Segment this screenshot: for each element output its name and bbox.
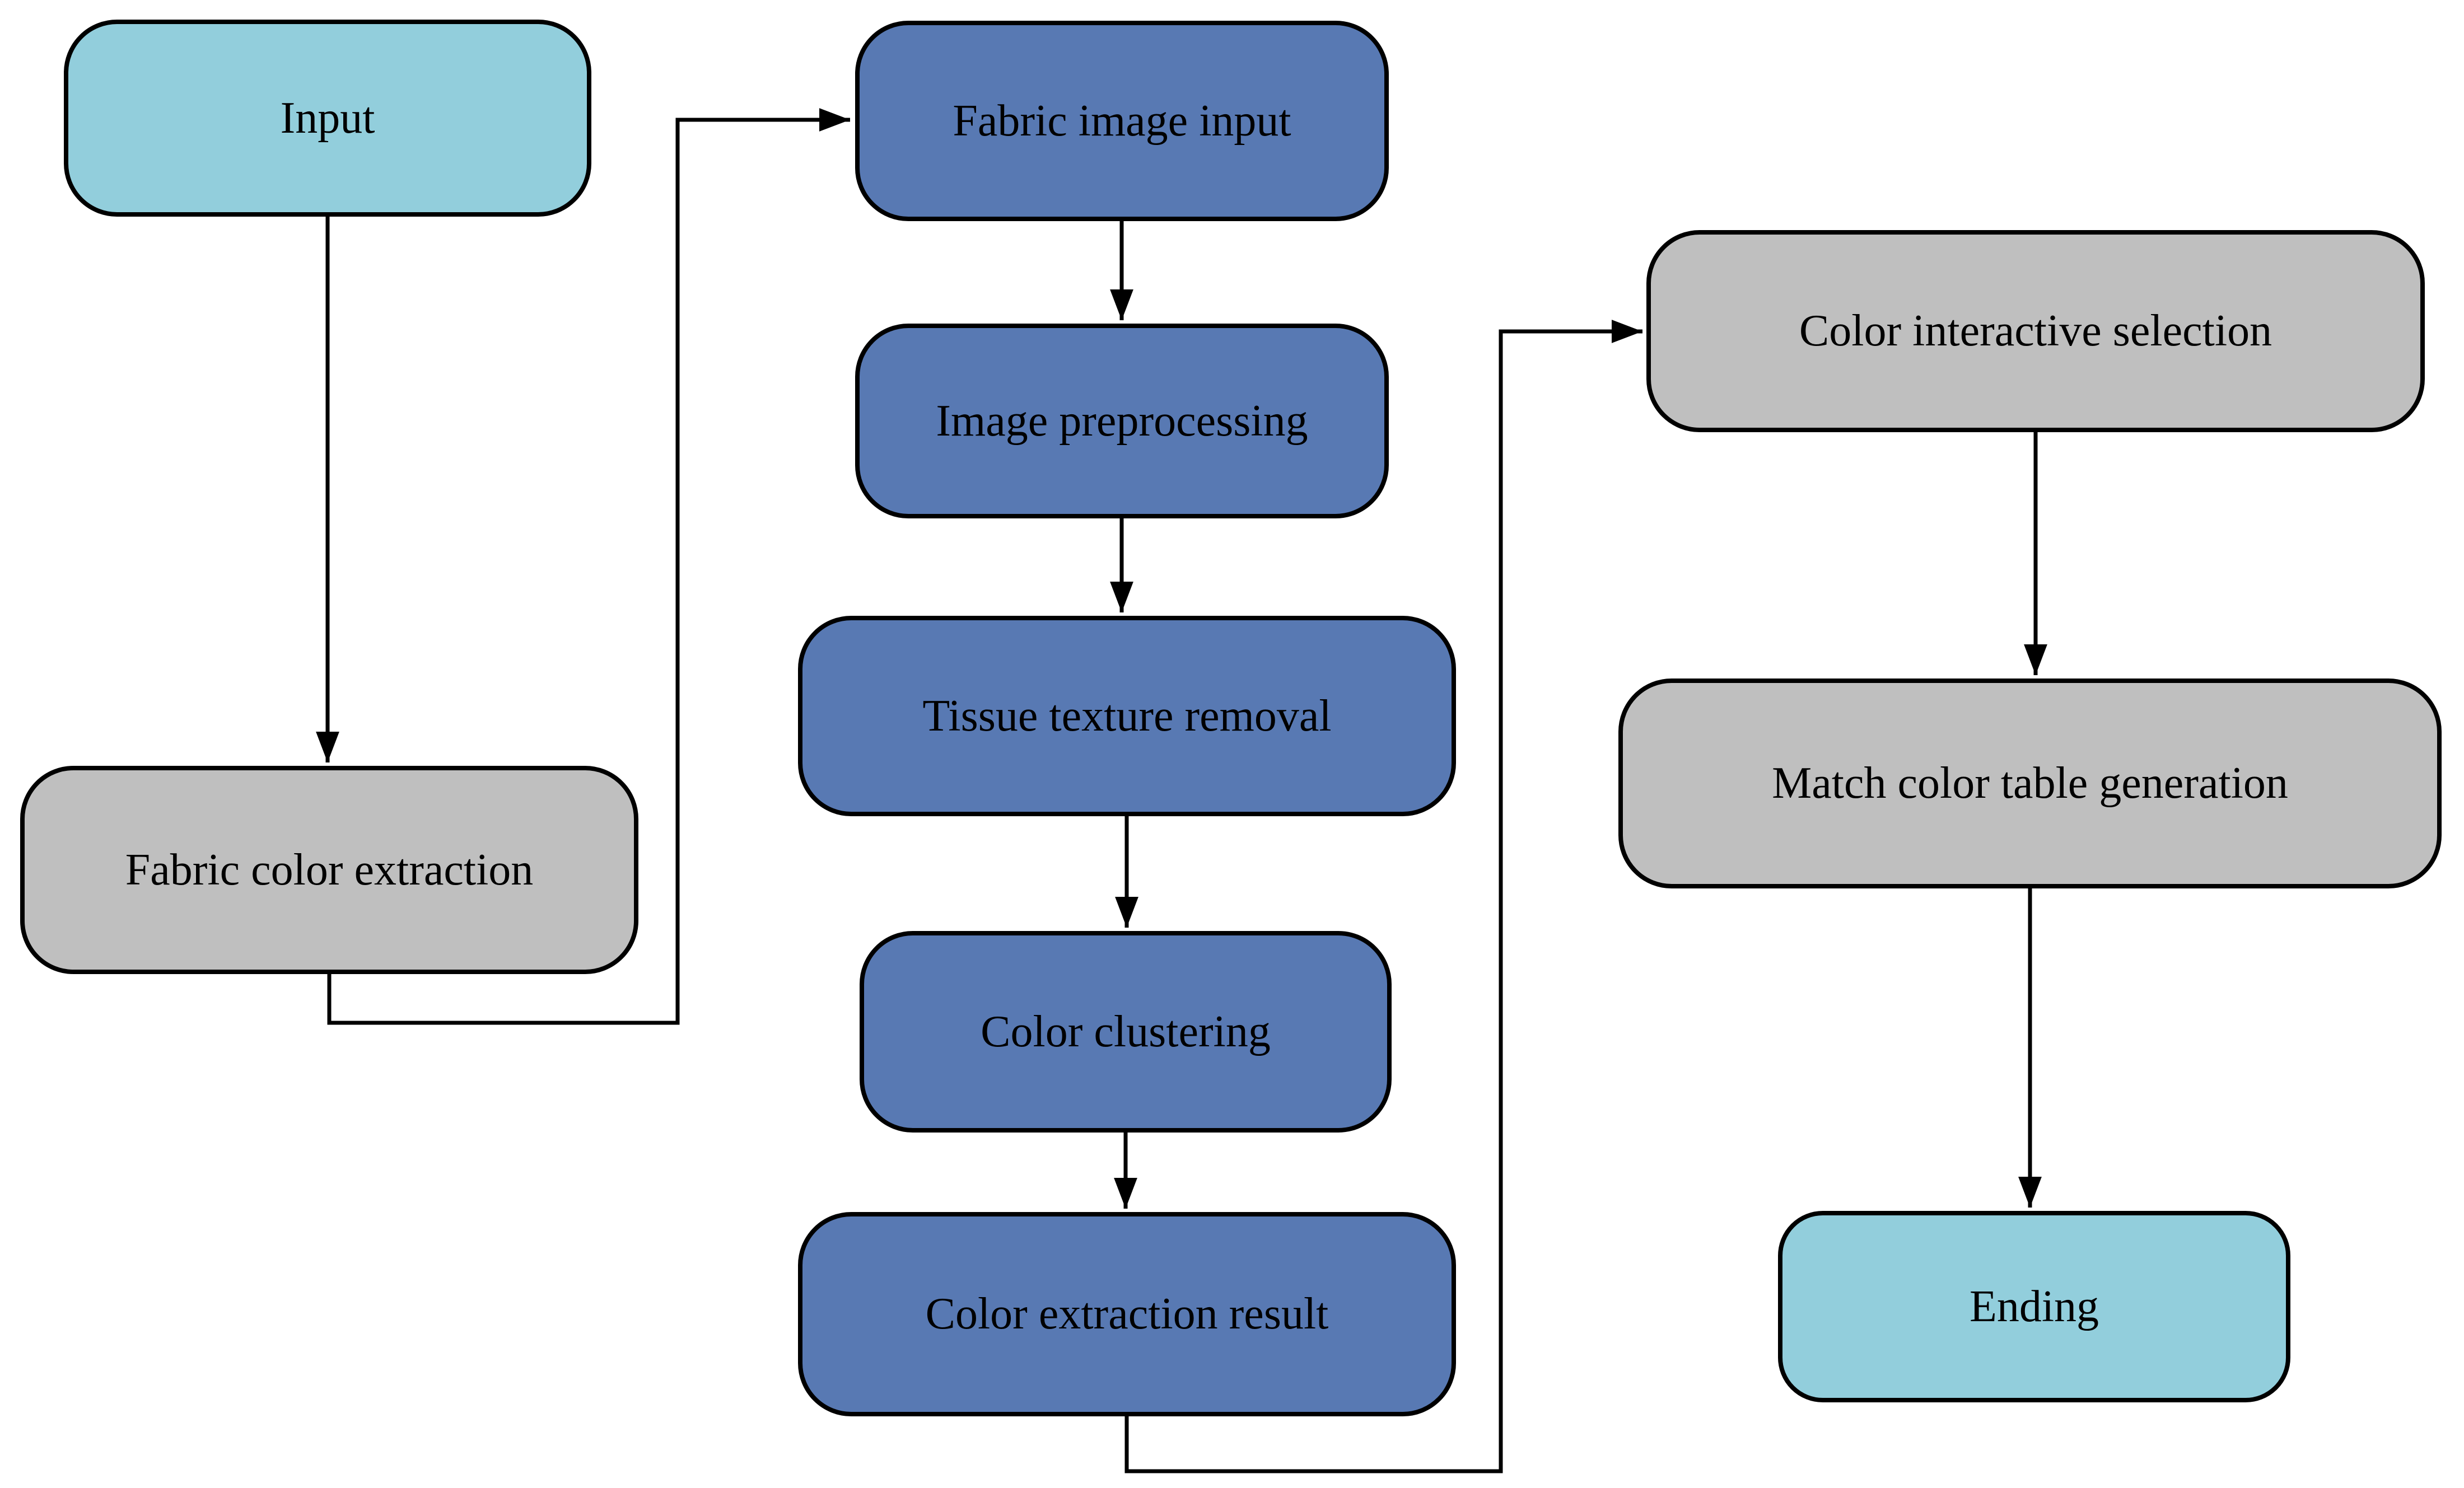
- node-color-interactive-selection-label: Color interactive selection: [1799, 306, 2272, 355]
- node-tissue-texture-removal: Tissue texture removal: [798, 616, 1456, 816]
- node-color-extraction-result: Color extraction result: [798, 1212, 1456, 1416]
- node-fabric-color-extraction-label: Fabric color extraction: [125, 845, 534, 895]
- node-image-preprocessing: Image preprocessing: [855, 324, 1389, 518]
- edge-color-extraction-result-to-color-interactive-selection: [1124, 320, 1642, 1473]
- node-color-clustering: Color clustering: [860, 931, 1392, 1133]
- node-image-preprocessing-label: Image preprocessing: [936, 396, 1308, 446]
- node-fabric-image-input-label: Fabric image input: [953, 96, 1291, 146]
- node-match-color-table-generation-label: Match color table generation: [1772, 759, 2288, 808]
- node-color-clustering-label: Color clustering: [981, 1007, 1271, 1056]
- node-input-label: Input: [280, 93, 375, 143]
- node-fabric-color-extraction: Fabric color extraction: [20, 766, 638, 974]
- node-fabric-image-input: Fabric image input: [855, 21, 1389, 221]
- edge-fabric-color-extraction-to-fabric-image-input: [327, 108, 850, 1025]
- node-ending: Ending: [1778, 1211, 2290, 1402]
- node-tissue-texture-removal-label: Tissue texture removal: [922, 691, 1332, 741]
- node-color-extraction-result-label: Color extraction result: [925, 1289, 1329, 1339]
- node-ending-label: Ending: [1969, 1281, 2099, 1331]
- node-match-color-table-generation: Match color table generation: [1618, 679, 2442, 888]
- node-input: Input: [64, 20, 591, 217]
- node-color-interactive-selection: Color interactive selection: [1646, 230, 2425, 432]
